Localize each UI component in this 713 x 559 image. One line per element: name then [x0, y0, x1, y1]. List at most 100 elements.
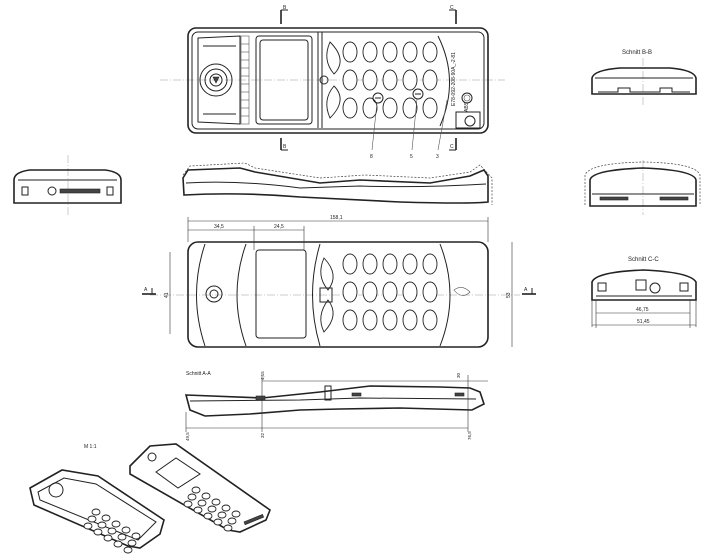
iso-display: [155, 457, 201, 489]
iso-front-cover: [129, 443, 271, 533]
key-hole: [422, 69, 438, 91]
key-hole: [121, 526, 131, 534]
front-curve-right: [439, 243, 451, 347]
front-select: [319, 287, 333, 303]
front-nav-down: [320, 299, 334, 333]
key-hole: [221, 504, 231, 512]
key-hole: [207, 505, 217, 513]
section-bb-title: Schnitt B-B: [622, 50, 652, 56]
dim-cc-outer: 51,45: [637, 319, 650, 325]
end-right-slot: [659, 196, 689, 201]
front-outline: [187, 241, 489, 348]
end-left-jack: [47, 186, 57, 196]
key-hole: [382, 41, 398, 63]
profile-line: [185, 181, 487, 189]
svg-text:A: A: [144, 287, 148, 293]
key-hole: [362, 309, 378, 331]
end-view-right: [584, 160, 701, 215]
dim-height-left: 41: [164, 292, 170, 298]
dim-height-right: 53: [506, 292, 512, 298]
end-right-slot: [599, 196, 629, 201]
antenna-boss: [461, 92, 473, 104]
speaker-bay: [197, 35, 241, 125]
dim-overall-length: 158,1: [330, 215, 343, 221]
key-hole: [342, 97, 358, 119]
nav-key-up: [326, 41, 341, 75]
section-marker-a-left: A: [142, 287, 156, 295]
keypad-front: [342, 253, 438, 331]
key-hole: [402, 309, 418, 331]
key-hole: [211, 498, 221, 506]
key-hole: [362, 97, 378, 119]
key-hole: [382, 69, 398, 91]
dim-aa-right: 76,5: [467, 431, 472, 440]
earpiece-outer: [205, 285, 223, 303]
front-nav-up: [320, 257, 334, 291]
section-marker-c-bottom: C: [449, 138, 457, 151]
speaker-ring-inner: [209, 73, 223, 87]
rib-column: [240, 35, 250, 125]
connector-block: [455, 111, 481, 129]
key-hole: [187, 493, 197, 501]
svg-text:B: B: [283, 5, 287, 11]
key-hole: [101, 514, 111, 522]
speaker-ring-outer: [199, 63, 233, 97]
end-view-left: [13, 155, 122, 215]
key-hole: [93, 528, 103, 536]
key-hole: [111, 520, 121, 528]
key-hole: [342, 253, 358, 275]
cc-outline: [591, 269, 697, 301]
leader-8: [371, 102, 378, 151]
key-hole: [382, 253, 398, 275]
screw-boss: [319, 75, 329, 85]
key-hole: [103, 534, 113, 542]
key-hole: [131, 532, 141, 540]
front-curve: [312, 243, 321, 347]
speaker-ring-mid: [204, 68, 228, 92]
leader-5: [411, 98, 418, 151]
iso-speaker: [48, 482, 64, 498]
key-hole: [231, 510, 241, 518]
keypad-top: [342, 41, 438, 119]
key-hole: [382, 281, 398, 303]
display-recess: [259, 39, 309, 121]
iso-earpiece: [147, 452, 157, 462]
dim-second-segment: 24,5: [274, 224, 284, 230]
display-window: [255, 35, 313, 125]
aa-inner: [189, 397, 477, 402]
key-hole: [382, 97, 398, 119]
aa-insert: [255, 395, 266, 401]
key-hole: [422, 253, 438, 275]
logo-mark: [453, 287, 471, 296]
part-number: E78-092-208-90A_-2-81: [451, 52, 457, 106]
key-hole: [362, 41, 378, 63]
key-hole: [203, 512, 213, 520]
svg-text:C: C: [450, 144, 454, 150]
key-hole: [91, 508, 101, 516]
iso-scale-label: M 1:1: [84, 444, 97, 450]
key-hole: [342, 309, 358, 331]
key-hole: [227, 517, 237, 525]
aa-boss: [324, 385, 332, 401]
callout-5: 5: [410, 154, 413, 160]
iso-front-keypad: [183, 486, 241, 532]
key-hole: [422, 41, 438, 63]
earpiece-inner: [209, 289, 219, 299]
dim-cc-inner: 46,75: [636, 307, 649, 313]
dim-aa-top: 4,15: [260, 371, 265, 380]
key-hole: [402, 69, 418, 91]
iso-housing-inner: [37, 477, 157, 541]
key-hole: [217, 511, 227, 519]
key-hole: [117, 533, 127, 541]
front-display: [255, 249, 307, 339]
key-hole: [193, 506, 203, 514]
dim-aa-mid: 32: [260, 432, 265, 438]
key-hole: [342, 281, 358, 303]
boss-8: [372, 92, 384, 104]
section-c-c: Schnitt C-C 46,75 51,45: [591, 257, 697, 328]
key-hole: [422, 281, 438, 303]
iso-connector: [243, 514, 265, 526]
key-hole: [113, 540, 123, 548]
profile-body: [182, 167, 489, 204]
